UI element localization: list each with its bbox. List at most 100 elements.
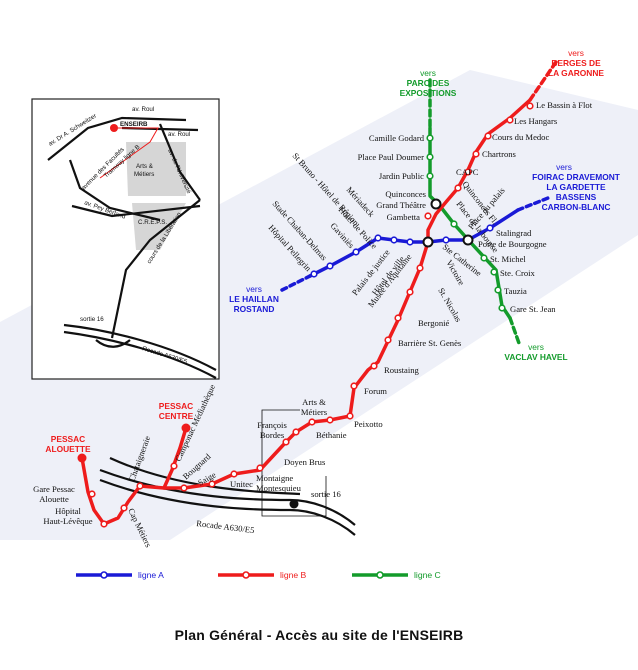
label-stalingrad: Stalingrad: [496, 228, 532, 238]
station-dot-ste-croix: [490, 268, 498, 276]
sortie16-marker: [289, 499, 299, 509]
station-dot-peixotto: [346, 412, 354, 420]
label-chartrons: Chartrons: [482, 149, 517, 159]
station-dot-st-michel: [480, 254, 488, 262]
station-dot-bassin: [526, 102, 534, 110]
station-dot-gambetta: [424, 212, 432, 220]
dir-foirac-2: FOIRAC DRAVEMONT: [532, 172, 621, 182]
page-title: Plan Général - Accès au site de l'ENSEIR…: [174, 627, 464, 643]
label-montaigne-1: Montaigne: [256, 473, 293, 483]
inset-av-roul-top: av. Roul: [132, 106, 154, 113]
dir-haillan-3: ROSTAND: [234, 304, 275, 314]
station-dot-cap-metiers: [120, 504, 128, 512]
station-dot-bougnard: [180, 484, 188, 492]
inset-enseirb-label: ENSEIRB: [120, 121, 148, 128]
inset-gray-block-arts: [126, 142, 186, 196]
rocade-road-3: [109, 456, 301, 496]
label-gare-pessac-1: Gare Pessac: [33, 484, 75, 494]
inset-arts-metiers-1: Arts &: [136, 163, 154, 170]
station-dot-saige: [208, 480, 216, 488]
dir-pessac-alouette-2: ALOUETTE: [45, 444, 91, 454]
legend-dot-c: [376, 571, 384, 579]
label-barriere: Barrière St. Genès: [398, 338, 462, 348]
station-dot-hopital-hl: [100, 520, 108, 528]
station-dot-forum: [350, 382, 358, 390]
station-dot-ste-catherine: [442, 236, 450, 244]
inset-road-rocade-2: [63, 330, 217, 379]
label-roustaing: Roustaing: [384, 365, 420, 375]
inset-road-pey-berland: [71, 204, 201, 218]
station-dot-st-bruno: [390, 236, 398, 244]
rocade-road-2: [99, 478, 356, 536]
legend-dot-a: [100, 571, 108, 579]
dir-berges-1: vers: [568, 48, 584, 58]
line-a-west-dashes: [280, 274, 312, 292]
inset-frame: [31, 98, 220, 380]
interchange-porte-bourgogne: [462, 234, 474, 246]
dir-berges-3: LA GARONNE: [548, 68, 604, 78]
inset-gray-block-creps: [132, 203, 186, 250]
station-dot-roustaing: [370, 362, 378, 370]
station-dot-camponac: [170, 462, 178, 470]
dir-berges-2: BERGES DE: [551, 58, 601, 68]
legend-dot-b: [242, 571, 250, 579]
station-dot-unitec: [230, 470, 238, 478]
station-dot-place-bourse: [450, 220, 458, 228]
label-gare-st-jean: Gare St. Jean: [510, 304, 556, 314]
inset-av-roul: av. Roul: [168, 131, 190, 138]
arts-metiers-bracket: [261, 409, 300, 420]
label-hopital-2: Haut-Lévêque: [43, 516, 92, 526]
interchange-hotel-de-ville: [422, 236, 434, 248]
label-bourgogne: Porte de Bourgogne: [478, 239, 547, 249]
label-doyen-brus: Doyen Brus: [284, 457, 326, 467]
station-dot-bethanie: [326, 416, 334, 424]
label-bassin: Le Bassin à Flot: [536, 100, 593, 110]
dir-vaclav-2: VACLAV HAVEL: [504, 352, 567, 362]
legend: ligne A ligne B ligne C: [76, 570, 441, 580]
dir-foirac-4: BASSENS: [556, 192, 597, 202]
dir-foirac-5: CARBON-BLANC: [542, 202, 611, 212]
label-gare-pessac-2: Alouette: [39, 494, 69, 504]
station-dot-chaban: [326, 262, 334, 270]
station-dot-pellegrin: [310, 270, 318, 278]
station-dot-gare-st-jean: [498, 304, 506, 312]
dir-foirac-1: vers: [556, 162, 572, 172]
label-gambetta: Gambetta: [387, 212, 421, 222]
label-jardin: Jardin Public: [379, 171, 424, 181]
line-a-east-dashes: [516, 196, 550, 212]
dir-pessac-centre-2: CENTRE: [159, 411, 194, 421]
inset-tram-line-b: [99, 127, 159, 179]
label-montaigne-2: Montesquieu: [256, 483, 302, 493]
station-dot-paul-doumer: [426, 153, 434, 161]
station-dot-st-nicolas: [406, 288, 414, 296]
dir-parc-1: vers: [420, 68, 436, 78]
inset-road-rocade-1: [63, 323, 217, 371]
label-forum: Forum: [364, 386, 387, 396]
label-capc: CAPC: [456, 167, 479, 177]
line-b-north-dashes: [528, 60, 558, 102]
legend-label-a: ligne A: [138, 570, 164, 580]
station-dot-barriere: [384, 336, 392, 344]
station-dot-gavinies: [352, 248, 360, 256]
inset-road-universite: [158, 123, 201, 201]
station-dot-francois-bordes: [292, 428, 300, 436]
dir-haillan-2: LE HAILLAN: [229, 294, 279, 304]
station-dot-stalingrad: [486, 224, 494, 232]
station-dot-capc: [464, 168, 472, 176]
inset-creps-label: C.R.E.P.S.: [138, 219, 167, 226]
label-hopital-1: Hôpital: [55, 506, 81, 516]
inset-road-liberation: [110, 199, 201, 339]
line-c: [428, 126, 512, 320]
label-hangars: Les Hangars: [514, 116, 558, 126]
label-grand-theatre: Grand Théâtre: [376, 200, 426, 210]
legend-label-b: ligne B: [280, 570, 307, 580]
station-dot-victoire: [416, 264, 424, 272]
station-dot-quinconces-fl: [454, 184, 462, 192]
label-bethanie: Béthanie: [316, 430, 347, 440]
pessac-alouette-terminus: [77, 453, 87, 463]
label-unitec: Unitec: [230, 479, 253, 489]
station-dot-jardin: [426, 172, 434, 180]
station-dot-tauzia: [494, 286, 502, 294]
station-dot-meriadeck: [374, 234, 382, 242]
dir-pessac-alouette-1: PESSAC: [51, 434, 85, 444]
